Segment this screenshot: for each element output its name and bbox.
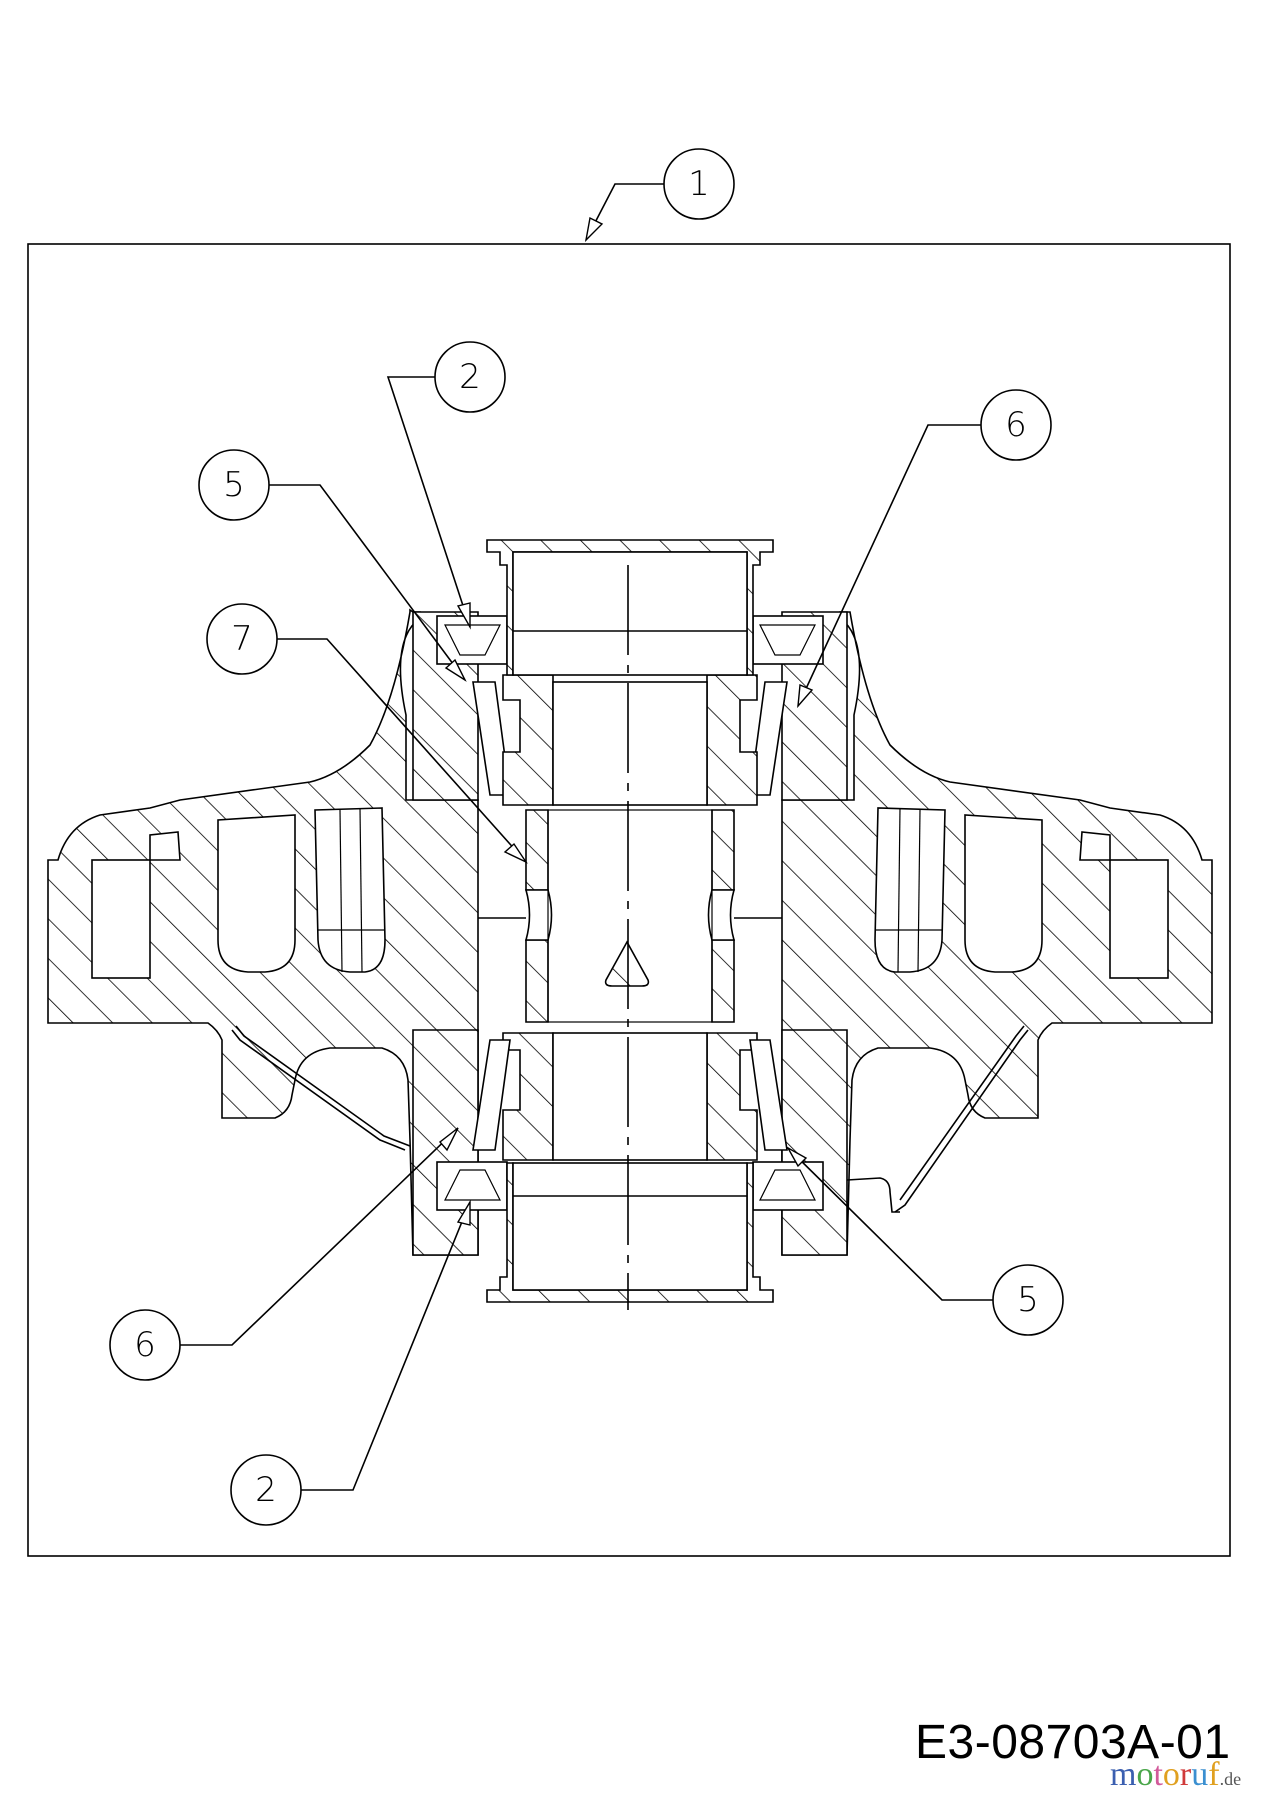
watermark-letter: m — [1110, 1756, 1137, 1793]
lower-bearing — [436, 1032, 824, 1211]
arrow-icon — [456, 1199, 471, 1226]
callout-7: 7 — [206, 603, 528, 864]
upper-bearing — [436, 615, 824, 806]
drawing-code-label: E3-08703A-01 — [915, 1716, 1231, 1769]
arrow-icon — [456, 602, 471, 630]
cut-marker-icon — [604, 940, 650, 987]
svg-text:7: 7 — [231, 619, 253, 659]
arrow-icon — [444, 658, 467, 682]
svg-text:2: 2 — [255, 1470, 277, 1510]
svg-text:5: 5 — [1017, 1280, 1039, 1320]
watermark-letter: o — [1136, 1756, 1154, 1793]
watermark-letter: o — [1162, 1756, 1180, 1793]
arrow-icon — [797, 683, 814, 709]
callout-5-top: 5 — [198, 449, 467, 682]
watermark-tld: .de — [1219, 1769, 1242, 1789]
spacer-tube — [478, 809, 782, 1023]
watermark-letter: f — [1208, 1756, 1220, 1793]
callout-6-bottom: 6 — [109, 1127, 459, 1381]
callout-2-top: 2 — [386, 341, 506, 630]
watermark-letter: r — [1179, 1756, 1192, 1793]
watermark-letter: u — [1191, 1756, 1209, 1793]
callout-5-bottom: 5 — [786, 1146, 1064, 1336]
svg-text:6: 6 — [134, 1325, 156, 1365]
watermark-letter: t — [1153, 1756, 1163, 1793]
arrow-icon — [503, 842, 528, 864]
bottom-sleeve — [486, 1162, 774, 1303]
svg-text:6: 6 — [1005, 405, 1027, 445]
callout-6-top: 6 — [797, 389, 1052, 709]
callout-2-bottom: 2 — [230, 1199, 471, 1526]
arrow-icon — [584, 216, 604, 243]
watermark-logo: motoruf.de — [1110, 1758, 1241, 1792]
svg-text:5: 5 — [223, 465, 245, 505]
top-sleeve — [486, 539, 774, 676]
arrow-icon — [786, 1146, 808, 1168]
callout-1: 1 — [584, 148, 735, 243]
arrow-icon — [438, 1127, 459, 1152]
assembly-frame — [27, 243, 1231, 1557]
svg-text:1: 1 — [688, 164, 710, 204]
svg-text:2: 2 — [459, 357, 481, 397]
